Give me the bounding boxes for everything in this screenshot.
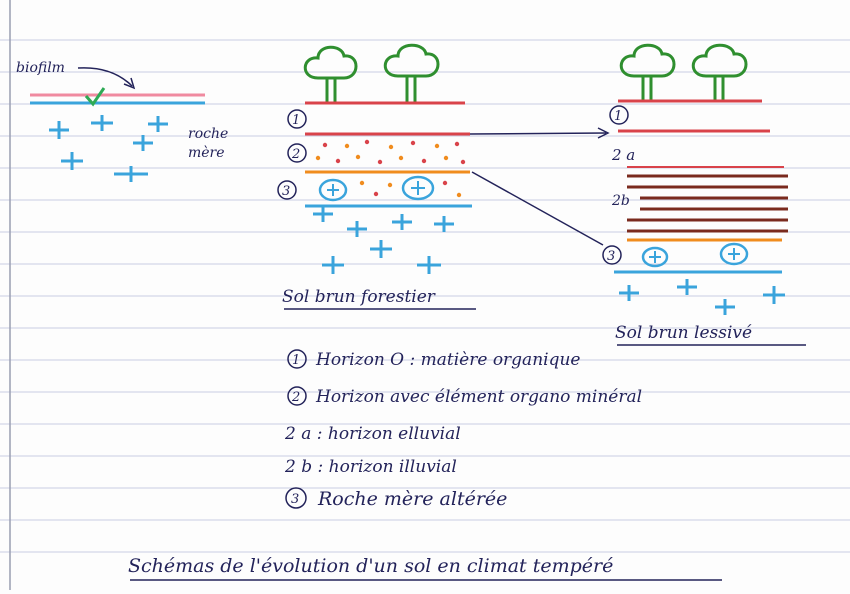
plus-mark-icon bbox=[619, 279, 785, 315]
legend-item-2: 2 Horizon avec élément organo minéral bbox=[287, 386, 642, 407]
svg-text:3: 3 bbox=[282, 184, 290, 199]
roche-mere-label-line2: mère bbox=[188, 145, 225, 161]
sol-brun-forestier-profile: 1 2 3 bbox=[277, 43, 476, 310]
check-icon bbox=[84, 87, 106, 107]
svg-text:3: 3 bbox=[291, 492, 299, 507]
tree-icon bbox=[691, 43, 748, 101]
organo-mineral-dots bbox=[315, 139, 466, 198]
horizon-marker-3: 3 bbox=[277, 180, 297, 200]
diagram-caption: Schémas de l'évolution d'un sol en clima… bbox=[128, 555, 613, 577]
biofilm-arrowhead bbox=[123, 77, 136, 90]
svg-text:Horizon O : matière organique: Horizon O : matière organique bbox=[315, 350, 580, 370]
legend-item-2a: 2 a : horizon elluvial bbox=[284, 424, 461, 444]
sol-brun-forestier-title: Sol brun forestier bbox=[282, 287, 436, 307]
rock-fragment-icon bbox=[401, 175, 435, 201]
illuvial-clay-bands bbox=[627, 174, 788, 233]
tree-icon bbox=[619, 43, 676, 101]
legend: 1 Horizon O : matière organique 2 Horizo… bbox=[284, 349, 642, 510]
rock-fragment-icon bbox=[719, 242, 749, 266]
legend-item-3: 3 Roche mère altérée bbox=[285, 487, 507, 510]
svg-text:2 a : horizon elluvial: 2 a : horizon elluvial bbox=[284, 424, 461, 444]
svg-text:2: 2 bbox=[291, 147, 300, 162]
svg-text:1: 1 bbox=[292, 353, 300, 368]
horizon-marker-1: 1 bbox=[609, 105, 629, 125]
rock-fragment-icon bbox=[641, 246, 669, 268]
plus-mark-icon bbox=[49, 115, 168, 182]
bare-rock-profile: biofilm roche mère bbox=[16, 60, 228, 182]
roche-mere-label-line1: roche bbox=[188, 126, 228, 142]
horizon-marker-1: 1 bbox=[287, 109, 307, 129]
rock-fragment-icon bbox=[318, 178, 348, 202]
svg-text:2: 2 bbox=[291, 390, 300, 405]
tree-icon bbox=[383, 43, 440, 103]
legend-item-1: 1 Horizon O : matière organique bbox=[287, 349, 580, 370]
horizon-2b-label: 2b bbox=[611, 193, 630, 209]
svg-text:Horizon avec élément organo mi: Horizon avec élément organo minéral bbox=[315, 387, 642, 407]
svg-text:2 b : horizon illuvial: 2 b : horizon illuvial bbox=[284, 457, 457, 477]
svg-text:Roche mère altérée: Roche mère altérée bbox=[317, 488, 507, 510]
connector-arrowhead bbox=[597, 127, 610, 139]
svg-text:3: 3 bbox=[607, 249, 615, 264]
horizon-2a-label: 2 a bbox=[611, 146, 635, 164]
biofilm-label: biofilm bbox=[16, 60, 65, 76]
evolution-connectors bbox=[469, 127, 610, 246]
sol-brun-lessive-title: Sol brun lessivé bbox=[615, 323, 752, 343]
svg-text:1: 1 bbox=[614, 109, 622, 124]
biofilm-arrow bbox=[77, 67, 133, 87]
connector-horizon-1 bbox=[469, 132, 607, 135]
plus-mark-icon bbox=[313, 206, 454, 274]
ruled-lines bbox=[0, 39, 850, 553]
svg-text:1: 1 bbox=[292, 113, 300, 128]
horizon-marker-2: 2 bbox=[287, 143, 307, 163]
legend-item-2b: 2 b : horizon illuvial bbox=[284, 457, 457, 477]
horizon-marker-3: 3 bbox=[602, 245, 622, 265]
connector-horizon-2 bbox=[471, 171, 604, 246]
sol-brun-lessive-profile: 1 2 a 2b 3 Sol brun lessivé bbox=[602, 43, 806, 346]
tree-icon bbox=[303, 45, 358, 103]
